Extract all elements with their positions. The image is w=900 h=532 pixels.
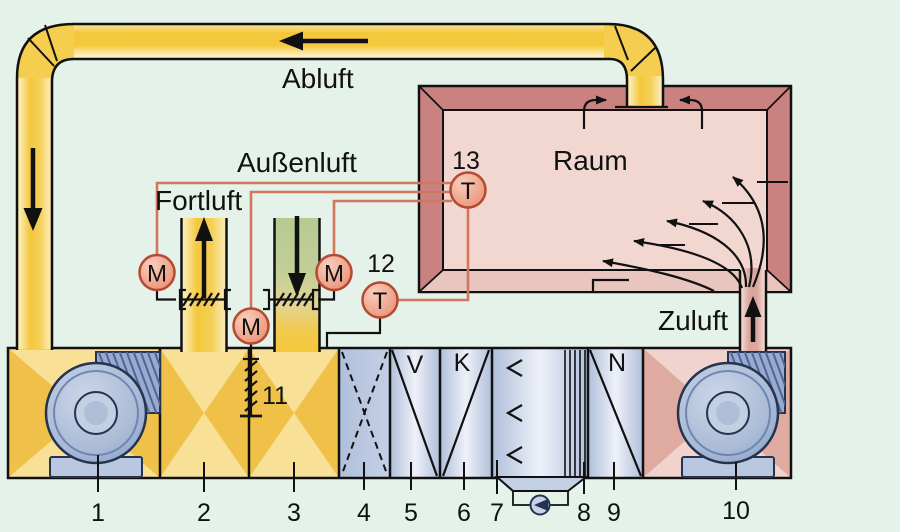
label-raum: Raum [553, 145, 628, 176]
exhaust-hook-arrow-right [679, 95, 704, 129]
preheater-diagonal [390, 349, 439, 477]
supply-jet-arrow [633, 237, 744, 289]
number-ticks [97, 455, 737, 494]
droplet-separator-lines [564, 350, 586, 476]
label-aussenluft: Außenluft [237, 147, 357, 178]
component-number-5: 5 [404, 499, 418, 527]
zuluft-duct [738, 268, 768, 352]
aussenluft-down-arrow [288, 216, 306, 297]
m2-label: M [324, 261, 344, 288]
component-number-8: 8 [577, 499, 591, 527]
label-zuluft: Zuluft [658, 305, 728, 336]
pump-triangle [534, 499, 548, 511]
component-number-12: 12 [367, 250, 395, 278]
component-number-6: 6 [457, 499, 471, 527]
supply-jet-arrow [666, 218, 748, 288]
aussenluft-duct [273, 216, 321, 352]
room-interior [442, 109, 768, 271]
mixing-box-2 [160, 348, 249, 478]
air-handling-unit [6, 346, 793, 516]
label-reheater-n: N [608, 349, 626, 377]
duct-elbow-miters [27, 24, 656, 72]
room [417, 84, 793, 294]
fortluft-up-arrow [195, 217, 213, 298]
mixing-box-3 [249, 348, 339, 478]
return-down-arrow [23, 148, 43, 231]
t13-label: T [461, 178, 476, 205]
floor-step-bracket [591, 278, 629, 291]
component-number-3: 3 [287, 499, 301, 527]
supply-jet-arrow [602, 258, 715, 292]
supply-jet-arrow [702, 199, 753, 288]
t12-label: T [373, 288, 388, 315]
component-number-1: 1 [91, 499, 105, 527]
component-number-11: 11 [262, 382, 288, 410]
fan-1 [44, 351, 161, 478]
devices: M M M T T [138, 171, 487, 345]
motor-actuator-m3 [232, 307, 270, 345]
zuluft-up-arrow [744, 296, 762, 342]
reheater-diagonal [588, 349, 643, 477]
component-number-2: 2 [197, 499, 211, 527]
m1-label: M [147, 261, 167, 288]
component-number-4: 4 [357, 499, 371, 527]
temp-sensor-t13 [449, 171, 487, 209]
exhaust-hook-arrow-left [582, 95, 607, 129]
room-corner-miters [418, 85, 792, 293]
label-abluft: Abluft [282, 63, 354, 94]
throw-dashes [656, 181, 788, 246]
filter-4-dashed-x [341, 351, 388, 475]
washer-spray-chevrons [505, 359, 523, 464]
abluft-flow-arrow [279, 31, 368, 51]
label-preheater-v: V [407, 351, 424, 379]
fan-10 [676, 351, 786, 478]
component-number-9: 9 [607, 499, 621, 527]
supply-jet-arrow [732, 176, 765, 288]
label-fortluft: Fortluft [155, 185, 242, 216]
t12-tap-line [325, 317, 382, 349]
motor-actuator-m2 [315, 253, 353, 292]
component-number-7: 7 [490, 499, 504, 527]
damper-linkages [155, 288, 382, 418]
temp-sensor-t12 [361, 281, 399, 319]
control-lines [155, 181, 470, 310]
ahu-outline [6, 346, 793, 480]
cooler-diagonal [441, 349, 491, 477]
fortluft-duct [180, 217, 228, 352]
motor-actuator-m1 [138, 253, 176, 292]
component-number-10: 10 [722, 497, 750, 525]
room-airflow [582, 95, 788, 292]
m3-label: M [241, 314, 261, 341]
label-cooler-k: K [454, 349, 471, 377]
abluft-duct [15, 22, 665, 350]
component-number-13: 13 [452, 147, 480, 175]
